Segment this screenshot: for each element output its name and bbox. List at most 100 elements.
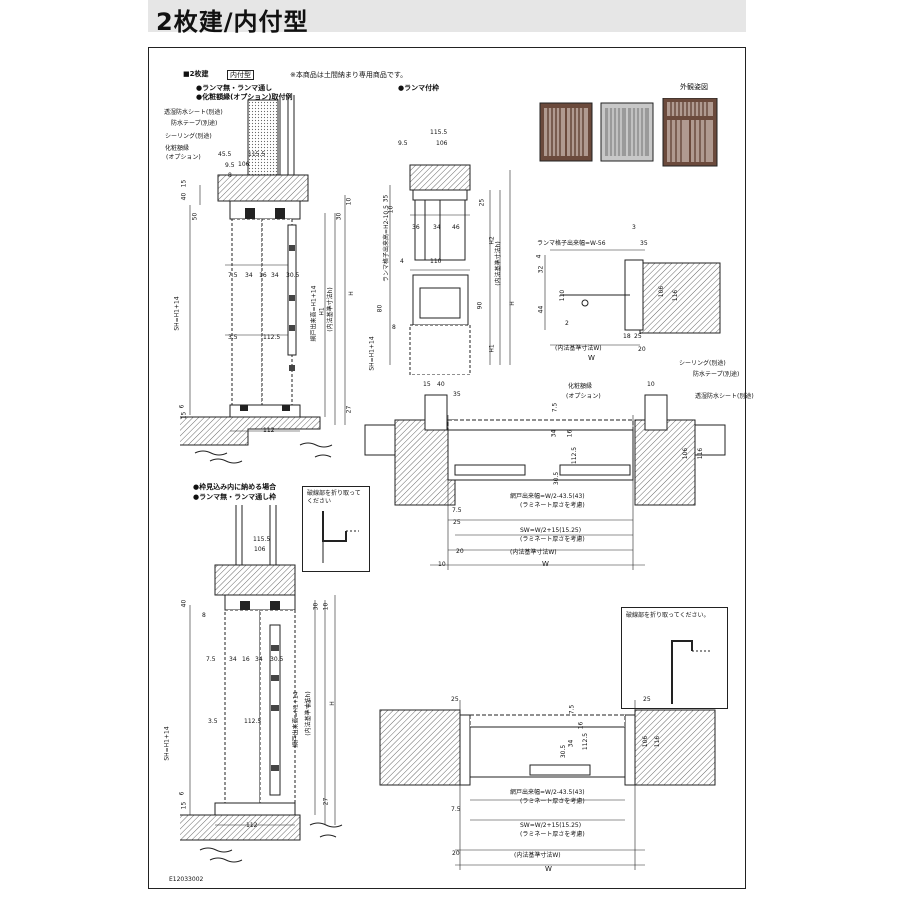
dim-lv-115-5: 115.5	[248, 151, 266, 158]
dim-rp-110: 110	[559, 289, 567, 302]
dim-pa-7-5: 7.5	[551, 402, 559, 413]
dim-lv-50: 50	[191, 212, 199, 221]
dim-lb-30-5: 30.5	[270, 656, 284, 663]
dim-pa-sealing: シーリング(別途)	[679, 360, 726, 367]
dim-pa-option: (オプション)	[566, 393, 601, 400]
dim-lb-27: 27	[322, 797, 330, 806]
dim-lb-7-5: 7.5	[206, 656, 216, 663]
dim-rn-80: 80	[376, 304, 384, 313]
dim-rn-9-5: 9.5	[398, 140, 408, 147]
dim-lv-45-5: 45.5	[218, 151, 232, 158]
dim-lv-15b: 15	[180, 411, 188, 420]
dim-rp-3: 3	[632, 224, 636, 231]
dim-lb-40: 40	[180, 599, 188, 608]
dim-rn-h: H	[508, 301, 516, 306]
dim-rp-20: 20	[638, 346, 646, 353]
section-b-bullet2: ●ランマ無・ランマ通し枠	[193, 493, 277, 501]
external-view-label: 外観姿図	[680, 83, 708, 91]
break-off-detail	[322, 511, 359, 563]
callout-tape: 防水テープ(別途)	[171, 120, 218, 127]
dim-pa-lam2: (ラミネート厚さを考慮)	[520, 536, 585, 543]
ranma-vertical-section	[389, 164, 511, 375]
break-off-note-box: 破線部を折り取って ください	[302, 486, 370, 572]
dim-lv-h: H	[347, 291, 355, 296]
dim-pa-uchi: (内法基準寸法W)	[510, 549, 557, 556]
break-off-note-3: 破線部を折り取ってください。	[626, 612, 710, 619]
dim-rn-46: 46	[452, 224, 460, 231]
dim-pa-10: 10	[647, 381, 655, 388]
dim-rp-32: 32	[537, 265, 545, 274]
dim-rn-110: 110	[430, 258, 442, 265]
callout-sealing: シーリング(別途)	[165, 133, 212, 140]
dim-rn-4: 4	[400, 258, 404, 265]
dim-lb-34a: 34	[229, 656, 237, 663]
dim-rp-2: 2	[565, 320, 569, 327]
dim-rp-25: 25	[634, 333, 642, 340]
dim-rn-25: 25	[478, 198, 486, 207]
break-off-note-2: ください	[307, 498, 332, 505]
break-off-detail-2	[671, 640, 712, 704]
dim-rn-h1: H1	[488, 344, 496, 353]
dim-lv-27: 27	[345, 405, 353, 414]
plan-section-b	[379, 700, 716, 870]
dim-pa-30-5: 30.5	[553, 471, 561, 486]
dim-pb-amido: 網戸出来幅=W/2-43.5(43)	[510, 789, 585, 796]
dim-pb-34: 34	[567, 739, 575, 748]
dim-rp-4: 4	[535, 254, 543, 259]
external-view-figures	[539, 98, 718, 167]
callout-option: (オプション)	[166, 154, 201, 161]
dim-lb-112: 112	[246, 822, 258, 829]
dim-pa-W: W	[542, 560, 549, 568]
dim-pb-7-5b: 7.5	[451, 806, 461, 813]
dim-rp-W: W	[588, 354, 595, 362]
section-a-bullet1: ●ランマ無・ランマ通し	[196, 84, 273, 92]
dim-lb-10: 10	[322, 602, 330, 611]
dim-lb-112-5: 112.5	[244, 718, 262, 725]
dim-pa-35: 35	[453, 391, 461, 398]
dim-pa-15: 15	[423, 381, 431, 388]
vertical-section-top-drawing	[180, 95, 346, 464]
dim-lb-106: 106	[254, 546, 266, 553]
dim-pb-25b: 25	[643, 696, 651, 703]
callout-sheet: 透湿防水シート(別途)	[164, 109, 223, 116]
dim-lv-34b: 34	[271, 272, 279, 279]
dim-lv-30: 30	[335, 212, 343, 221]
section-b-bullet1: ●枠見込み内に納める場合	[193, 483, 277, 491]
dim-pb-106: 106	[642, 735, 650, 748]
section-a-note: ※本商品は土間納まり専用商品です。	[290, 71, 408, 79]
dim-lv-h1: H1	[318, 307, 326, 316]
dim-pa-lam: (ラミネート厚さを考慮)	[520, 502, 585, 509]
dim-lv-112-5: 112.5	[263, 334, 281, 341]
dim-rn-90: 90	[476, 301, 484, 310]
dim-lv-106: 106	[238, 161, 250, 168]
dim-pa-gakubuchi: 化粧額縁	[568, 383, 593, 390]
dim-pb-16: 16	[577, 721, 585, 730]
dim-lb-8: 8	[202, 612, 206, 619]
dim-rp-44: 44	[537, 305, 545, 314]
dim-pa-40: 40	[437, 381, 445, 388]
section-a-bullet3: ●ランマ付枠	[398, 84, 440, 92]
dim-pb-112-5: 112.5	[582, 732, 590, 751]
break-off-note-box-2: 破線部を折り取ってください。	[621, 607, 728, 709]
dim-pb-W: W	[545, 865, 552, 873]
dim-lv-uchi: (内法基準寸法h)	[326, 287, 334, 332]
dim-lv-8: 8	[228, 172, 232, 179]
dim-rp-35: 35	[640, 240, 648, 247]
dim-pa-sheet: 透湿防水シート(別途)	[695, 393, 754, 400]
section-a-title: ■2枚建	[183, 70, 209, 78]
dim-pa-106: 106	[682, 447, 690, 460]
exterior-figure-2	[600, 102, 654, 162]
dim-pa-112-5: 112.5	[571, 446, 579, 465]
dim-rp-uchi: (内法基準寸法W)	[555, 345, 602, 352]
dim-lv-34a: 34	[245, 272, 253, 279]
dim-pa-34: 34	[550, 429, 558, 438]
dim-lv-sh: SH=H1+14	[173, 296, 181, 331]
dim-lb-6: 6	[178, 791, 186, 796]
dim-lv-9-5: 9.5	[225, 162, 235, 169]
plan-section-a	[364, 394, 726, 570]
dim-lv-16: 16	[259, 272, 267, 279]
drawing-frame	[148, 47, 746, 889]
dim-pb-uchi: (内法基準寸法W)	[514, 852, 561, 859]
vertical-section-bottom-drawing	[180, 505, 343, 863]
dim-rp-116: 116	[672, 289, 680, 302]
